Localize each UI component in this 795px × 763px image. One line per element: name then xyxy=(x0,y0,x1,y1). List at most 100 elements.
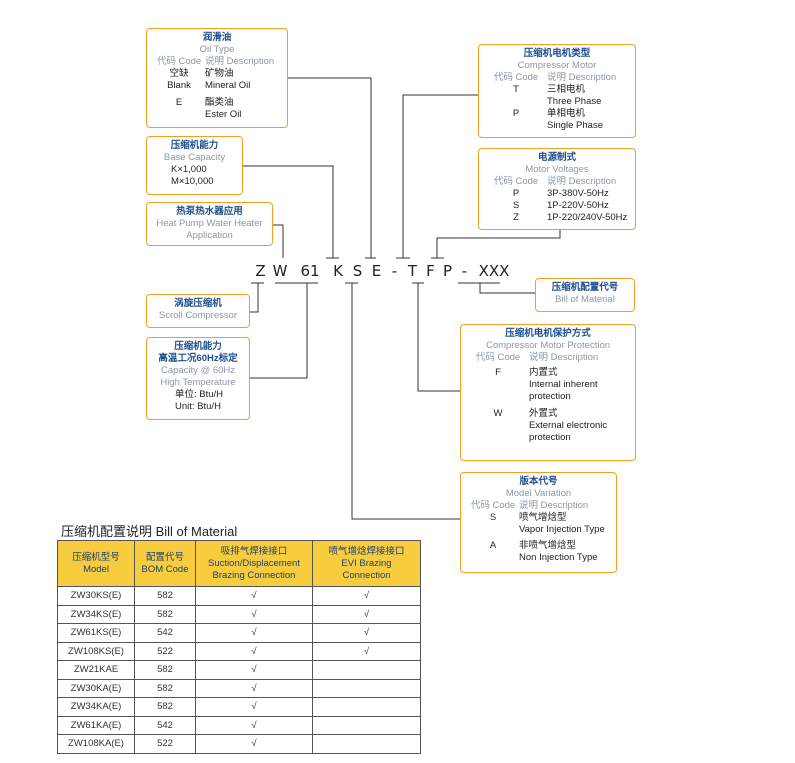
oil-type-desc-en-0: Mineral Oil xyxy=(205,80,251,91)
table-cell: ZW108KS(E) xyxy=(57,641,135,661)
capacity60-title-en2: High Temperature xyxy=(160,377,236,388)
capacity-60hz-box: 压缩机能力 高温工况60Hz标定 Capacity @ 60Hz High Te… xyxy=(146,337,250,420)
oil-type-title-en: Oil Type xyxy=(199,44,235,55)
motor-type-header-code: 代码 Code xyxy=(493,72,539,83)
table-cell: 522 xyxy=(134,641,196,661)
table-cell: ZW61KA(E) xyxy=(57,715,135,735)
motor-type-desc-cn-1: 单相电机 xyxy=(547,108,586,119)
table-row: ZW108KS(E)522√√ xyxy=(57,641,421,661)
variation-header-desc: 说明 Description xyxy=(519,500,589,511)
protection-header-code: 代码 Code xyxy=(475,352,521,363)
table-cell: √ xyxy=(312,623,421,643)
motor-voltage-desc-0: 3P-380V-50Hz xyxy=(547,188,609,199)
table-cell: √ xyxy=(195,604,313,624)
protection-desc-en2-1: protection xyxy=(529,432,571,443)
code-dash-1: - xyxy=(391,262,398,280)
table-cell: √ xyxy=(195,623,313,643)
code-xxx: XXX xyxy=(478,262,510,280)
table-cell: ZW21KAE xyxy=(57,660,135,680)
code-t: T xyxy=(407,262,418,280)
table-cell: ZW34KS(E) xyxy=(57,604,135,624)
motor-type-title-en: Compressor Motor xyxy=(517,60,597,71)
protection-desc-cn-0: 内置式 xyxy=(529,367,558,378)
motor-type-code-1: P xyxy=(512,108,520,119)
table-cell xyxy=(312,715,421,735)
base-capacity-line-1: M×10,000 xyxy=(171,176,214,187)
oil-type-desc-cn-1: 酯类油 xyxy=(205,97,234,108)
code-61: 61 xyxy=(300,262,320,280)
table-cell: 582 xyxy=(134,586,196,606)
table-cell: 582 xyxy=(134,660,196,680)
capacity60-unit-cn: 单位: Btu/H xyxy=(175,389,224,400)
oil-type-desc-cn-0: 矿物油 xyxy=(205,68,234,79)
table-cell: 542 xyxy=(134,715,196,735)
variation-header-code: 代码 Code xyxy=(470,500,516,511)
base-capacity-title-en: Base Capacity xyxy=(163,152,226,163)
table-cell xyxy=(312,734,421,754)
code-w: W xyxy=(272,262,288,280)
table-cell: √ xyxy=(195,697,313,717)
motor-voltage-code-2: Z xyxy=(513,212,519,223)
motor-voltage-title-cn: 电源制式 xyxy=(537,152,576,163)
oil-type-desc-en-1: Ester Oil xyxy=(205,109,242,120)
protection-code-1: W xyxy=(493,408,503,419)
motor-voltage-desc-2: 1P-220/240V-50Hz xyxy=(547,212,628,223)
oil-type-header-desc: 说明 Description xyxy=(205,56,275,67)
variation-title-en: Model Variation xyxy=(505,488,572,499)
bom-code-box: 压缩机配置代号 Bill of Material xyxy=(535,278,635,312)
variation-desc-cn-0: 喷气增焓型 xyxy=(519,512,567,523)
table-row: ZW30KA(E)582√ xyxy=(57,678,421,698)
protection-desc-en1-0: Internal inherent xyxy=(529,379,598,390)
base-capacity-box: 压缩机能力 Base Capacity K×1,000 M×10,000 xyxy=(146,136,243,195)
table-cell xyxy=(312,660,421,680)
table-cell: ZW30KA(E) xyxy=(57,678,135,698)
table-cell: 582 xyxy=(134,678,196,698)
table-cell: √ xyxy=(195,678,313,698)
base-capacity-line-0: K×1,000 xyxy=(171,164,207,175)
code-e: E xyxy=(371,262,382,280)
scroll-title-en: Scroll Compressor xyxy=(158,310,238,321)
motor-voltage-header-desc: 说明 Description xyxy=(547,176,617,187)
oil-type-title-cn: 润滑油 xyxy=(202,32,232,43)
application-title-en1: Heat Pump Water Heater xyxy=(156,218,263,229)
code-s: S xyxy=(352,262,363,280)
table-row: ZW61KA(E)542√ xyxy=(57,715,421,735)
table-cell: 542 xyxy=(134,623,196,643)
table-cell: 582 xyxy=(134,604,196,624)
variation-title-cn: 版本代号 xyxy=(519,476,558,487)
oil-type-code2-0: Blank xyxy=(167,80,191,91)
protection-header-desc: 说明 Description xyxy=(529,352,599,363)
variation-desc-en-1: Non Injection Type xyxy=(519,552,598,563)
table-cell: 582 xyxy=(134,697,196,717)
motor-type-desc-en-0: Three Phase xyxy=(547,96,602,107)
table-cell: 522 xyxy=(134,734,196,754)
variation-desc-en-0: Vapor Injection Type xyxy=(519,524,605,535)
oil-type-code-1: E xyxy=(175,97,183,108)
code-p: P xyxy=(442,262,453,280)
variation-code-0: S xyxy=(489,512,497,523)
protection-code-0: F xyxy=(495,367,501,378)
motor-type-desc-en-1: Single Phase xyxy=(547,120,603,131)
code-f: F xyxy=(426,262,435,280)
capacity60-title-en1: Capacity @ 60Hz xyxy=(160,365,236,376)
table-row: ZW61KS(E)542√√ xyxy=(57,623,421,643)
motor-voltage-code-1: S xyxy=(512,200,520,211)
capacity60-title-cn1: 压缩机能力 xyxy=(174,341,222,352)
motor-type-code-0: T xyxy=(513,84,519,95)
application-title-cn: 热泵热水器应用 xyxy=(176,206,243,217)
motor-voltage-title-en: Motor Voltages xyxy=(525,164,589,175)
table-cell: √ xyxy=(312,641,421,661)
protection-desc-en2-0: protection xyxy=(529,391,571,402)
code-k: K xyxy=(333,262,343,280)
code-z: Z xyxy=(255,262,266,280)
scroll-title-cn: 涡旋压缩机 xyxy=(174,298,222,309)
table-cell: ZW61KS(E) xyxy=(57,623,135,643)
